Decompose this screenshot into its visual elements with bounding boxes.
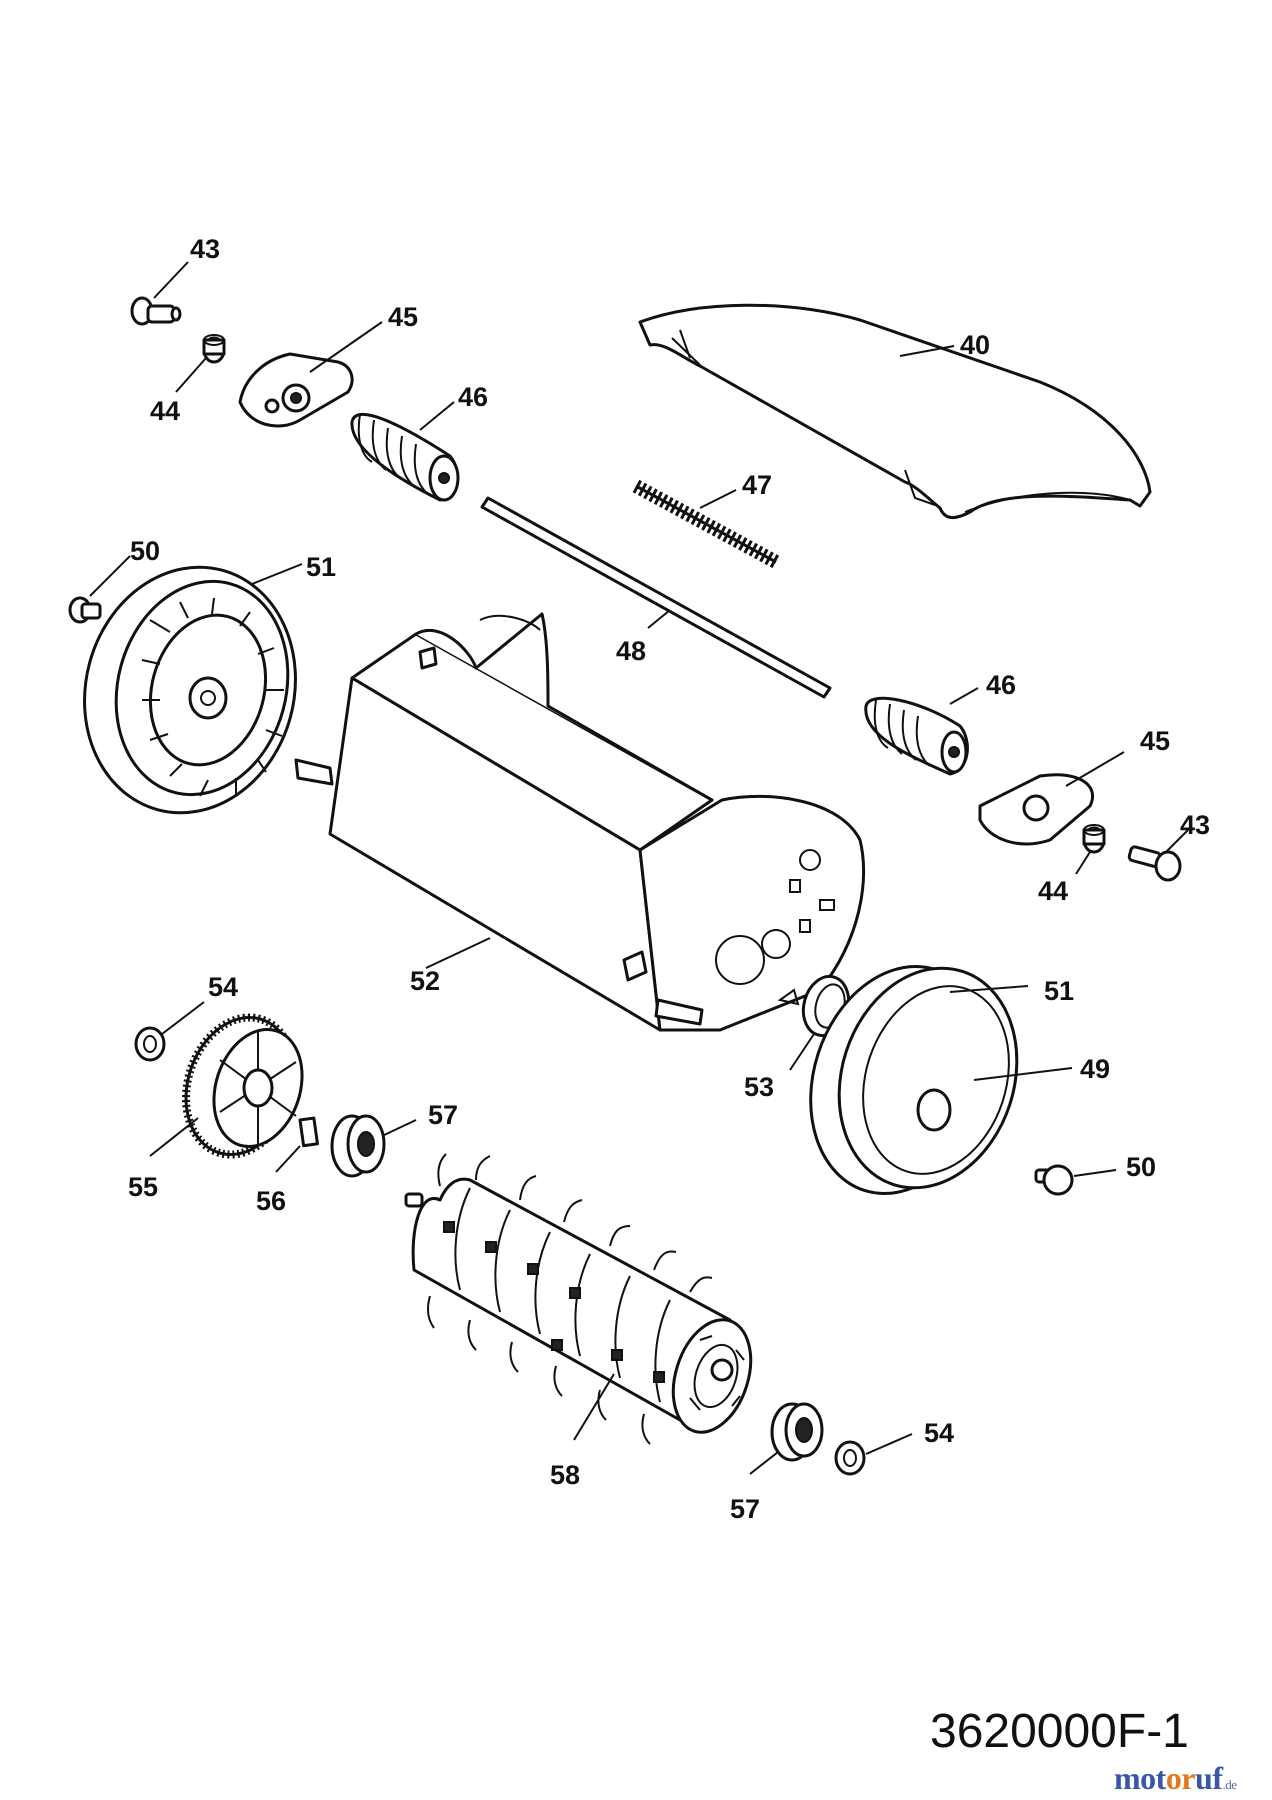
part-46-roller-right <box>864 696 969 776</box>
part-40-cover <box>638 303 1152 519</box>
part-46-roller-left <box>350 412 460 502</box>
label-43-top: 43 <box>190 234 220 264</box>
label-51-right: 51 <box>1044 976 1074 1006</box>
label-47: 47 <box>742 470 772 500</box>
part-57-bearing-top <box>330 1114 386 1178</box>
watermark-brand: motoruf <box>1114 1760 1223 1796</box>
part-45-adjuster-left <box>238 352 354 428</box>
part-55-gear <box>182 1013 304 1159</box>
label-52: 52 <box>410 966 440 996</box>
label-45-top: 45 <box>388 302 418 332</box>
label-45-right: 45 <box>1140 726 1170 756</box>
label-44-top: 44 <box>150 396 180 426</box>
leader-lines <box>89 261 1189 1475</box>
part-43-pin-right <box>1127 845 1182 882</box>
label-49: 49 <box>1080 1054 1110 1084</box>
label-46-right: 46 <box>986 670 1016 700</box>
part-52-housing <box>294 612 866 1032</box>
drawing-number: 3620000F-1 <box>930 1705 1189 1758</box>
label-57-bottom: 57 <box>730 1494 760 1524</box>
label-50-top: 50 <box>130 536 160 566</box>
watermark-suffix: .de <box>1222 1777 1237 1792</box>
part-56-key <box>298 1116 319 1148</box>
part-44-nut-left <box>202 334 226 364</box>
part-43-pin-left <box>130 296 182 326</box>
label-44-right: 44 <box>1038 876 1068 906</box>
watermark-logo: motoruf.de <box>1114 1760 1237 1797</box>
label-53: 53 <box>744 1072 774 1102</box>
part-49-51-wheel-right <box>809 965 1019 1195</box>
label-48: 48 <box>616 636 646 666</box>
label-50-right: 50 <box>1126 1152 1156 1182</box>
label-51-top: 51 <box>306 552 336 582</box>
label-55: 55 <box>128 1172 158 1202</box>
label-54-top: 54 <box>208 972 238 1002</box>
label-57-top: 57 <box>428 1100 458 1130</box>
part-57-bearing-bottom <box>770 1402 824 1462</box>
part-54-washer-top <box>134 1026 166 1062</box>
part-54-washer-bottom <box>834 1440 866 1476</box>
part-50-wheel-cap-right <box>1034 1164 1074 1196</box>
part-number-labels: 43 44 45 46 40 47 48 50 51 46 45 43 44 5… <box>128 234 1210 1524</box>
part-47-spring <box>632 479 780 569</box>
label-46-top: 46 <box>458 382 488 412</box>
label-43-right: 43 <box>1180 810 1210 840</box>
label-54-bottom: 54 <box>924 1418 954 1448</box>
label-56: 56 <box>256 1186 286 1216</box>
part-51-wheel-left <box>83 565 297 815</box>
part-50-wheel-cap-left <box>68 596 102 624</box>
part-58-tine-roller <box>404 1153 753 1445</box>
label-58: 58 <box>550 1460 580 1490</box>
label-40: 40 <box>960 330 990 360</box>
part-44-nut-right <box>1082 824 1106 854</box>
part-48-axle-rod <box>480 496 832 699</box>
part-45-adjuster-right <box>978 773 1094 846</box>
